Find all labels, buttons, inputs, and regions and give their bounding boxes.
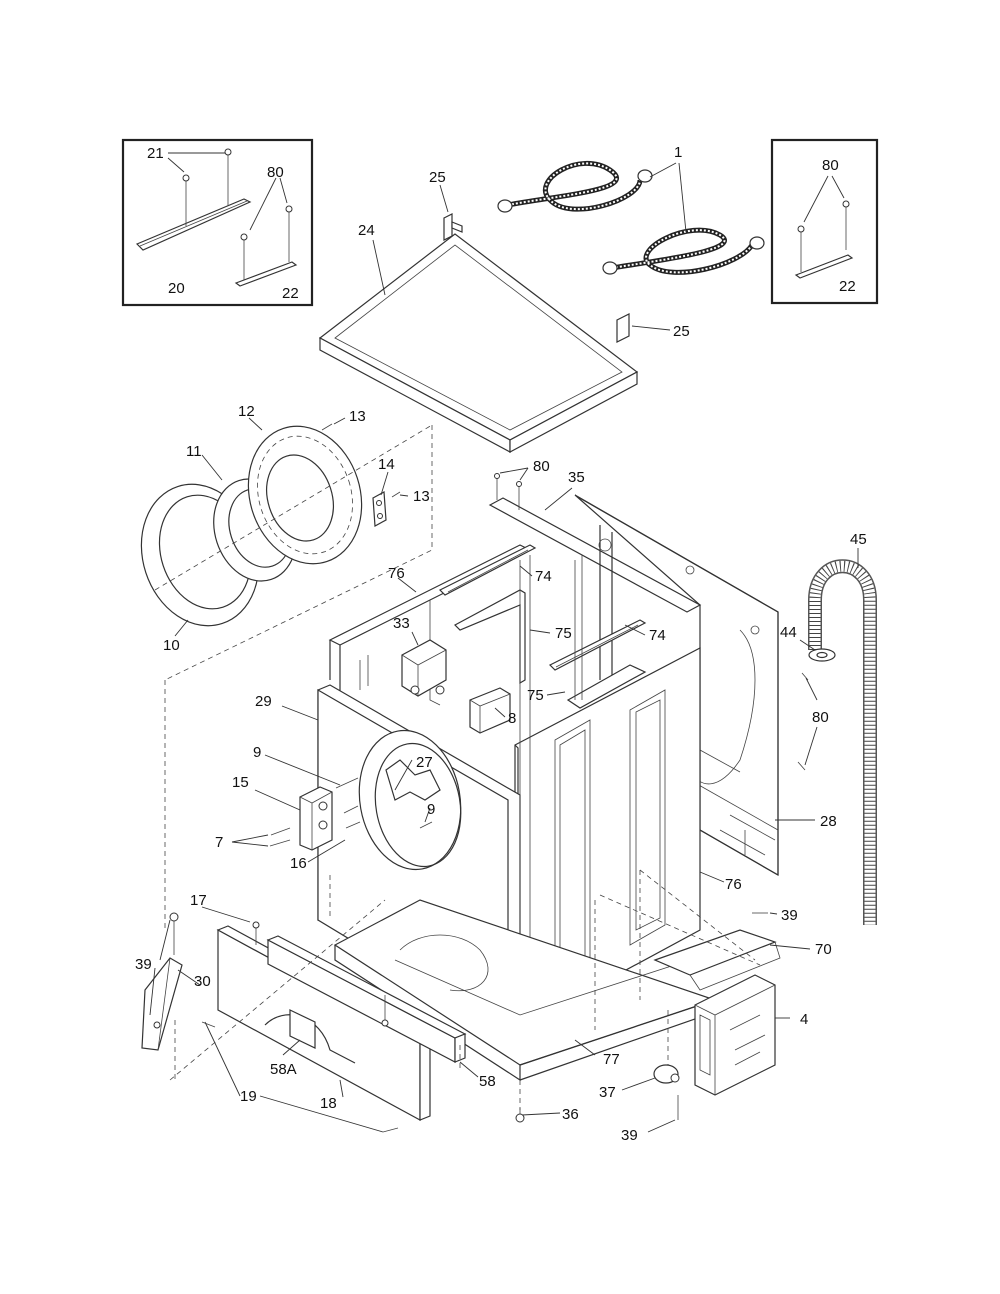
callout-76-upper: 76 bbox=[388, 565, 405, 582]
callout-29: 29 bbox=[255, 693, 272, 710]
callout-15: 15 bbox=[232, 774, 249, 791]
drain-hose bbox=[797, 548, 877, 925]
rear-frame bbox=[488, 467, 815, 877]
callout-77: 77 bbox=[603, 1051, 620, 1068]
callout-39-left: 39 bbox=[135, 956, 152, 973]
callout-44: 44 bbox=[780, 624, 797, 641]
callout-45: 45 bbox=[850, 531, 867, 548]
callout-13-upper: 13 bbox=[349, 408, 366, 425]
control-board bbox=[694, 974, 790, 1096]
callout-80-right-inset: 80 bbox=[822, 157, 839, 174]
callout-39-right: 39 bbox=[781, 907, 798, 924]
callout-7: 7 bbox=[215, 834, 223, 851]
callout-80-right: 80 bbox=[812, 709, 829, 726]
callout-17: 17 bbox=[190, 892, 207, 909]
callout-10: 10 bbox=[163, 637, 180, 654]
callout-13-lower: 13 bbox=[413, 488, 430, 505]
callout-21: 21 bbox=[147, 145, 164, 162]
callout-14: 14 bbox=[378, 456, 395, 473]
callout-19: 19 bbox=[240, 1088, 257, 1105]
callout-39-bottom: 39 bbox=[621, 1127, 638, 1144]
callout-36: 36 bbox=[562, 1106, 579, 1123]
callout-16: 16 bbox=[290, 855, 307, 872]
callout-8: 8 bbox=[508, 710, 516, 727]
callout-35: 35 bbox=[568, 469, 585, 486]
callout-28: 28 bbox=[820, 813, 837, 830]
callout-33: 33 bbox=[393, 615, 410, 632]
callout-70: 70 bbox=[815, 941, 832, 958]
callout-76-lower: 76 bbox=[725, 876, 742, 893]
callout-4: 4 bbox=[800, 1011, 808, 1028]
callout-24: 24 bbox=[358, 222, 375, 239]
callout-9-lower: 9 bbox=[427, 801, 435, 818]
callout-37: 37 bbox=[599, 1084, 616, 1101]
callout-20: 20 bbox=[168, 280, 185, 297]
inset-box-left bbox=[121, 138, 314, 307]
callout-labels: 21 80 20 22 25 24 1 80 22 25 12 13 11 14… bbox=[135, 144, 867, 1144]
callout-74-lower: 74 bbox=[649, 627, 666, 644]
callout-12: 12 bbox=[238, 403, 255, 420]
callout-75-upper: 75 bbox=[555, 625, 572, 642]
door-assembly bbox=[140, 417, 433, 930]
callout-9-upper: 9 bbox=[253, 744, 261, 761]
callout-30: 30 bbox=[194, 973, 211, 990]
inset-box-right bbox=[770, 138, 879, 305]
inlet-hoses bbox=[497, 160, 765, 275]
cabinet bbox=[231, 544, 811, 1110]
callout-58A: 58A bbox=[270, 1061, 297, 1078]
callout-11: 11 bbox=[186, 443, 202, 460]
callout-80-frame: 80 bbox=[533, 458, 550, 475]
callout-22-right-inset: 22 bbox=[839, 278, 856, 295]
callout-25-lower: 25 bbox=[673, 323, 690, 340]
callout-22-left-inset: 22 bbox=[282, 285, 299, 302]
callout-1: 1 bbox=[674, 144, 682, 161]
callout-80-left-inset: 80 bbox=[267, 164, 284, 181]
lower-front-panels bbox=[141, 899, 778, 1133]
top-panel bbox=[318, 184, 671, 454]
callout-75-lower: 75 bbox=[527, 687, 544, 704]
callout-74-upper: 74 bbox=[535, 568, 552, 585]
callout-27: 27 bbox=[416, 754, 433, 771]
callout-18: 18 bbox=[320, 1095, 337, 1112]
callout-25-upper: 25 bbox=[429, 169, 446, 186]
callout-58: 58 bbox=[479, 1073, 496, 1090]
